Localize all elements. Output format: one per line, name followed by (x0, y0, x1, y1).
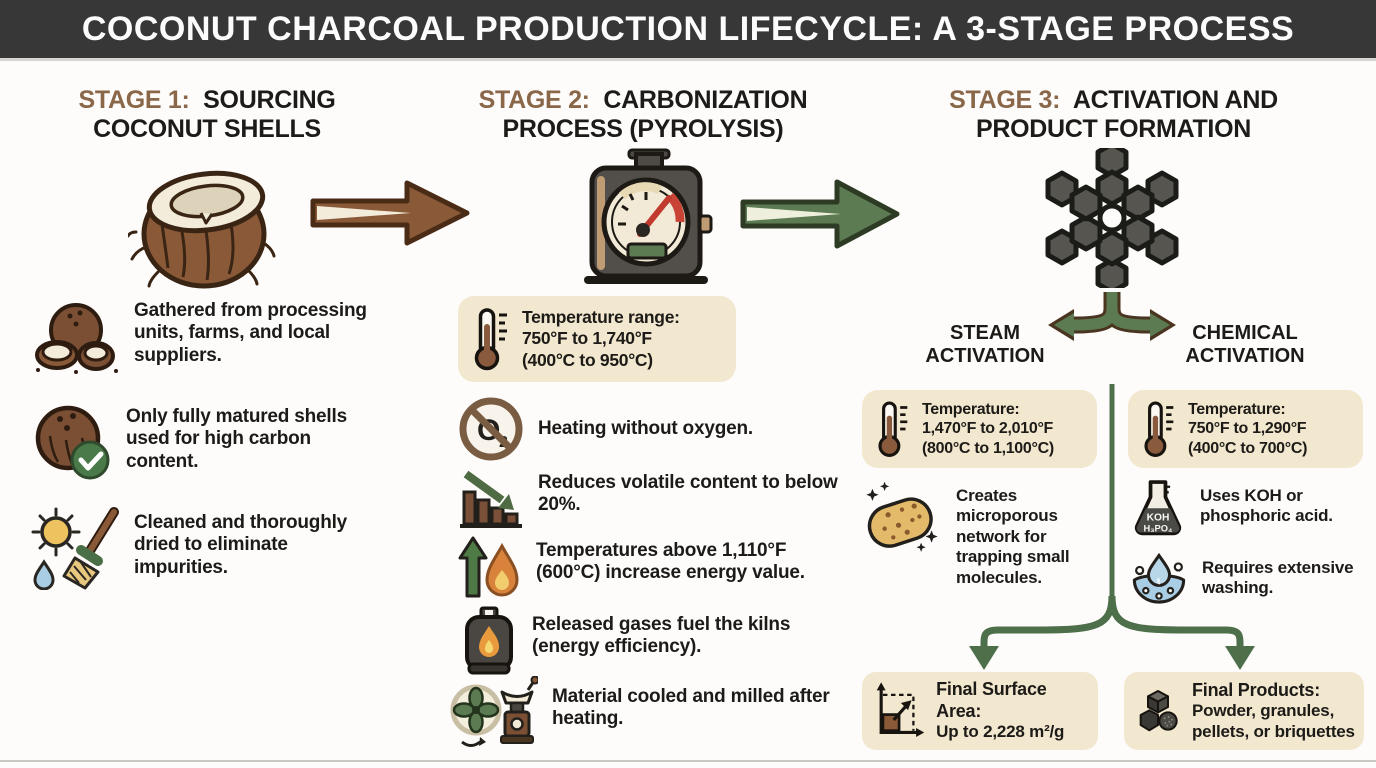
stage3-heading-text: ACTIVATION AND PRODUCT FORMATION (976, 86, 1278, 143)
page-title: COCONUT CHARCOAL PRODUCTION LIFECYCLE: A… (81, 9, 1295, 48)
chemical-bullet-1-text: Uses KOH or phosphoric acid. (1200, 486, 1333, 526)
up-arrow-flame-icon (458, 536, 519, 598)
stage1-bullet-1-text: Gathered from processing units, farms, a… (134, 300, 367, 366)
stage2-bullet-4: Released gases fuel the kilns (energy ef… (460, 606, 842, 676)
chemical-temp-box: Temperature: 750°F to 1,290°F (400°C to … (1128, 390, 1363, 468)
surface-area-chart-icon (876, 682, 925, 737)
stage2-bullet-1: O 2 Heating without oxygen. (458, 396, 848, 462)
stage1-heading-text: SOURCING COCONUT SHELLS (93, 86, 336, 143)
stage2-bullet-2: Reduces volatile content to below 20%. (458, 466, 848, 528)
svg-text:H₃PO₄: H₃PO₄ (1144, 524, 1173, 534)
thermometer-icon (878, 401, 908, 457)
coconut-pile-icon (35, 303, 118, 374)
stage1-heading: STAGE 1: SOURCING COCONUT SHELLS (67, 86, 347, 144)
stage2-bullet-1-text: Heating without oxygen. (538, 417, 753, 439)
chemical-flask-icon: KOH H₃PO₄ (1134, 480, 1182, 536)
stage2-bullet-3-text: Temperatures above 1,110°F (600°C) incre… (536, 540, 805, 584)
thermometer-icon (1144, 401, 1174, 457)
stage2-heading: STAGE 2: CARBONIZATION PROCESS (PYROLYSI… (478, 86, 808, 144)
stage2-temp-text: Temperature range: 750°F to 1,740°F (400… (522, 306, 680, 370)
chemical-bullet-2-text: Requires extensive washing. (1202, 558, 1354, 598)
gas-tank-icon (465, 606, 513, 675)
kiln-gauge-icon (584, 148, 713, 284)
stage1-label: STAGE 1: (78, 86, 190, 114)
stage2-heading-text: CARBONIZATION PROCESS (PYROLYSIS) (502, 86, 808, 143)
bottom-divider (0, 760, 1376, 762)
final-surface-area-text: Final Surface Area: Up to 2,228 m²/g (936, 679, 1065, 742)
sun-broom-drop-icon (31, 507, 119, 590)
steam-activation-title: STEAM ACTIVATION (925, 322, 1045, 367)
chemical-bullet-2: Requires extensive washing. (1130, 552, 1370, 610)
stage2-bullet-3: Temperatures above 1,110°F (600°C) incre… (458, 536, 846, 602)
header-bar: COCONUT CHARCOAL PRODUCTION LIFECYCLE: A… (0, 0, 1376, 61)
washing-drop-icon (1132, 552, 1186, 604)
charcoal-products-icon (1139, 690, 1178, 732)
stage1-bullet-2-text: Only fully matured shells used for high … (126, 406, 347, 472)
stage2-bullet-2-text: Reduces volatile content to below 20%. (538, 472, 838, 516)
declining-chart-icon (460, 470, 522, 528)
stage2-bullet-5: Material cooled and milled after heating… (450, 676, 842, 750)
stage1-bullet-3-text: Cleaned and thoroughly dried to eliminat… (134, 512, 348, 578)
steam-bullet-1: Creates microporous network for trapping… (862, 478, 1108, 588)
flow-arrow-2-icon (740, 179, 900, 249)
thermometer-icon (474, 308, 507, 371)
coconut-check-icon (35, 405, 110, 480)
sponge-icon (866, 481, 938, 552)
steam-temp-text: Temperature: 1,470°F to 2,010°F (800°C t… (922, 400, 1054, 457)
stage1-bullet-1: Gathered from processing units, farms, a… (32, 298, 396, 376)
final-products-box: Final Products: Powder, granules, pellet… (1124, 672, 1364, 750)
split-arrow-icon (1048, 292, 1176, 341)
stage2-label: STAGE 2: (478, 86, 590, 114)
chemical-activation-title: CHEMICAL ACTIVATION (1185, 322, 1305, 367)
stage3-label: STAGE 3: (949, 86, 1061, 114)
stage1-bullet-3: Cleaned and thoroughly dried to eliminat… (28, 506, 384, 590)
chemical-bullet-1: KOH H₃PO₄ Uses KOH or phosphoric acid. (1130, 478, 1368, 544)
final-products-text: Final Products: Powder, granules, pellet… (1192, 679, 1355, 741)
steam-temp-box: Temperature: 1,470°F to 2,010°F (800°C t… (862, 390, 1097, 468)
stage2-bullet-5-text: Material cooled and milled after heating… (552, 686, 830, 730)
stage2-bullet-4-text: Released gases fuel the kilns (energy ef… (532, 614, 791, 658)
fan-grinder-icon (450, 676, 538, 747)
flow-arrow-1-icon (310, 180, 470, 246)
stage2-temp-box: Temperature range: 750°F to 1,740°F (400… (458, 296, 736, 382)
stage3-heading: STAGE 3: ACTIVATION AND PRODUCT FORMATIO… (941, 86, 1286, 144)
coconut-icon (128, 170, 276, 289)
carbon-molecule-icon (1045, 148, 1179, 288)
stage1-bullet-2: Only fully matured shells used for high … (32, 402, 376, 482)
svg-text:KOH: KOH (1147, 512, 1170, 523)
steam-bullet-1-text: Creates microporous network for trapping… (956, 486, 1070, 587)
chemical-temp-text: Temperature: 750°F to 1,290°F (400°C to … (1188, 400, 1308, 457)
final-surface-area-box: Final Surface Area: Up to 2,228 m²/g (862, 672, 1098, 750)
no-oxygen-icon: O 2 (459, 397, 523, 461)
